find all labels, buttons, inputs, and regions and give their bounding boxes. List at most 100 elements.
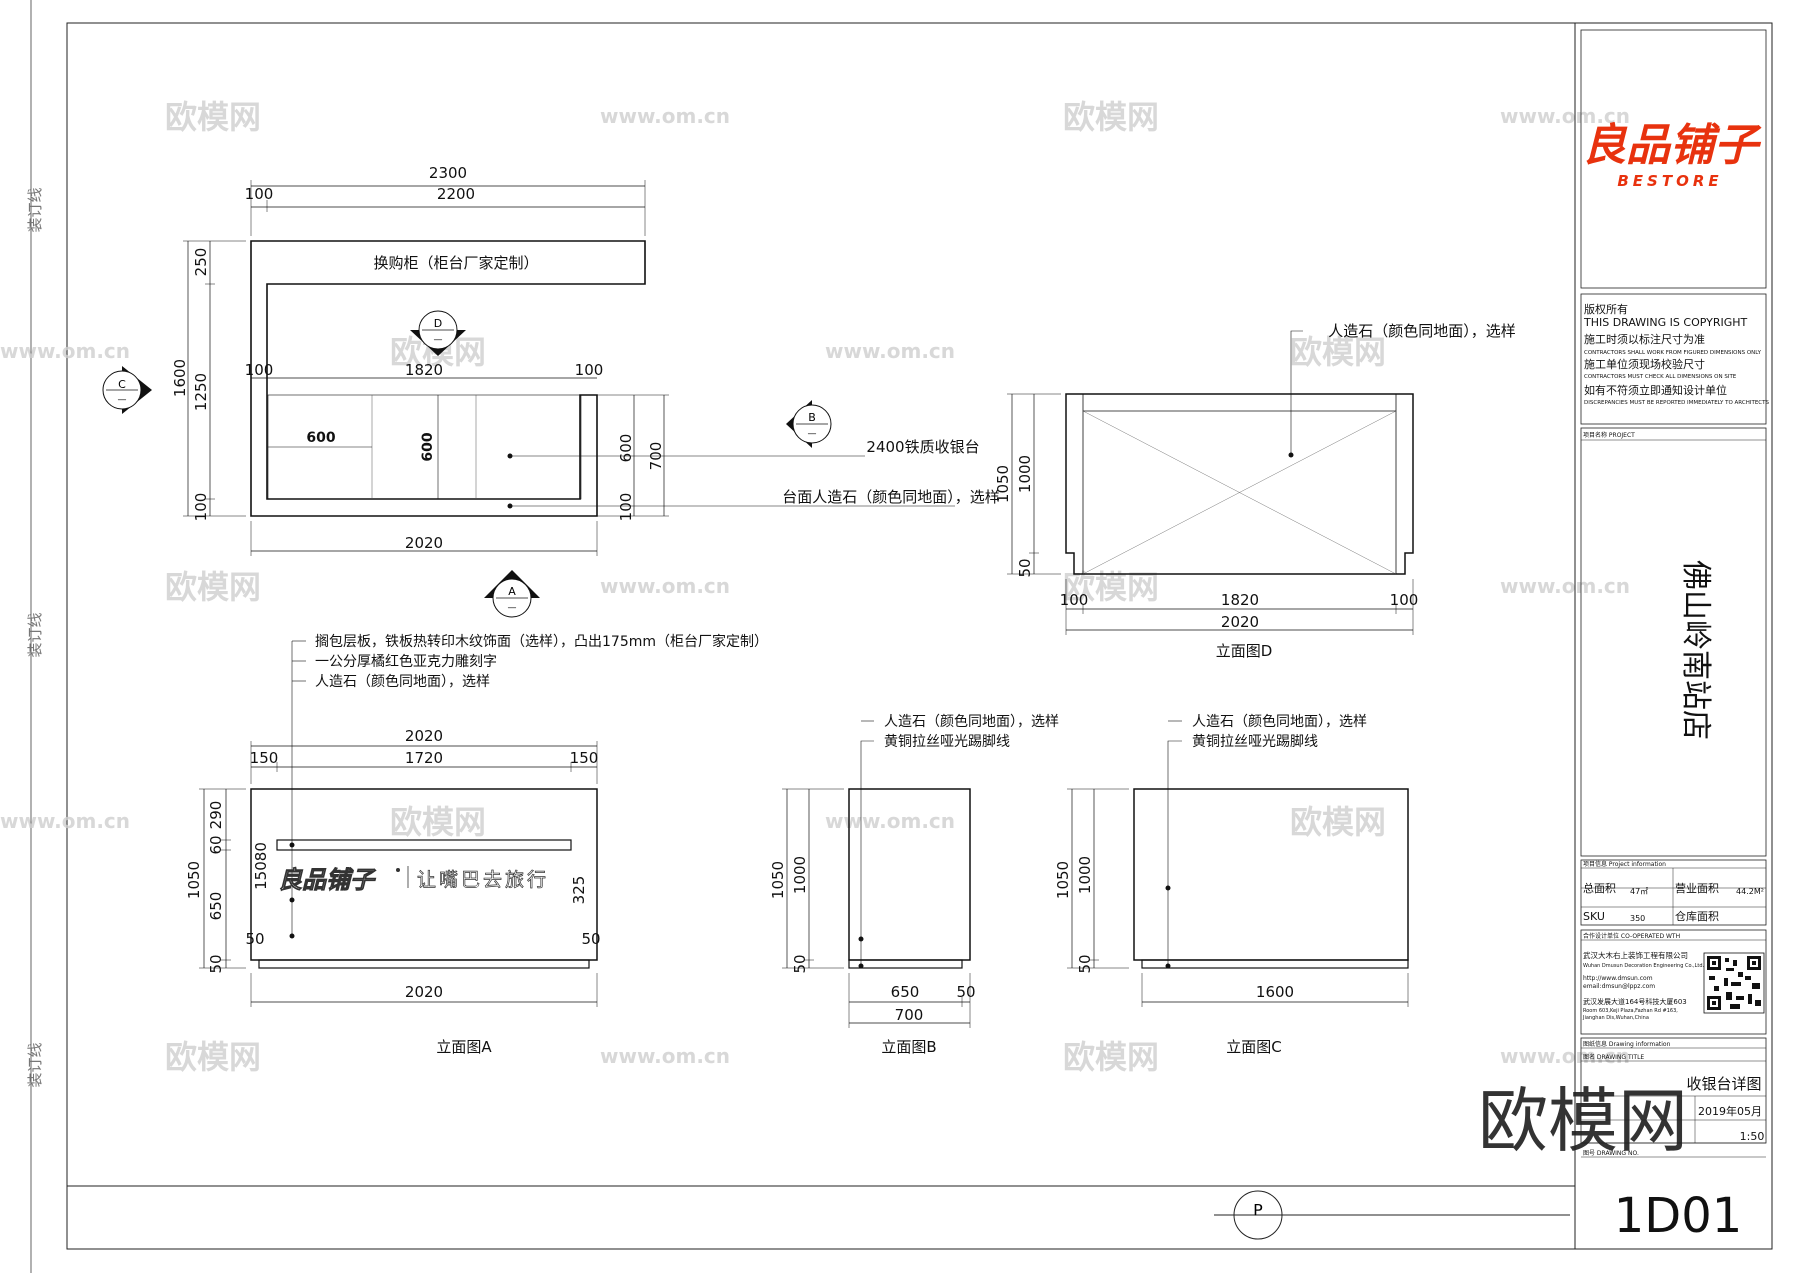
dim-left: 100 [245,185,274,203]
svg-text:B: B [808,411,816,424]
dim-600: 600 [617,434,635,463]
svg-text:C: C [118,378,126,391]
elev-b-h1050: 1050 [769,861,787,899]
elev-c-h1050: 1050 [1054,861,1072,899]
elev-d-callout: 人造石（颜色同地面），选样 [1328,322,1516,340]
sku-label: SKU [1583,910,1605,923]
watermark-url: www.om.cn [825,339,955,363]
company-line: email:dmsun@lppz.com [1583,983,1655,990]
elev-a-w-left: 150 [250,749,279,767]
copyright-line: 如有不符须立即通知设计单位 [1584,383,1727,397]
watermark-url: www.om.cn [0,339,130,363]
dim-overall: 2300 [429,164,467,182]
elev-b-h50: 50 [791,954,809,973]
watermark-url: www.om.cn [0,809,130,833]
svg-text:A: A [508,585,516,598]
elev-c-w1600: 1600 [1256,983,1294,1001]
storage-label: 仓库面积 [1675,909,1719,923]
elev-a-callout-2: 一公分厚橘红色亚克力雕刻字 [315,653,497,670]
elev-a-callout-3: 人造石（颜色同地面），选样 [315,673,490,690]
north-marker-label: P [1253,1201,1263,1220]
copyright-line: 版权所有 [1584,302,1628,316]
section-marker-b: B — [786,400,832,448]
dim-inner-right: 100 [575,361,604,379]
watermark-logo: 欧模网 [1290,803,1386,841]
elev-a-w-right: 150 [570,749,599,767]
elev-b-callout-1: 人造石（颜色同地面），选样 [884,713,1059,730]
drawing-info-label: 图纸信息 Drawing information [1583,1040,1671,1048]
watermark-logo: 欧模网 [390,803,486,841]
elev-b-w50: 50 [956,983,975,1001]
north-circle [1233,1190,1283,1240]
elev-a-slogan: 让嘴巴去旅行 [417,869,549,891]
elev-d-w-left: 100 [1060,591,1089,609]
elev-a-h325: 325 [570,876,588,905]
elev-b-w650: 650 [891,983,920,1001]
drawing-date: 2019年05月 [1698,1104,1762,1118]
elev-a-l50: 50 [245,930,264,948]
elev-d-h1050: 1050 [994,465,1012,503]
watermark-url: www.om.cn [600,1044,730,1068]
dim-inner-mid: 1820 [405,361,443,379]
total-area-value: 47㎡ [1630,887,1648,896]
drawing-scale: 1:50 [1740,1130,1765,1143]
elevation-a [199,640,598,1007]
elev-d-w-mid: 1820 [1221,591,1259,609]
dim-cell-w: 600 [306,430,335,446]
total-area-label: 总面积 [1583,881,1616,895]
drawing-number: 1D01 [1614,1188,1743,1244]
drawing-title: 收银台详图 [1686,1075,1761,1093]
elev-a-w-total: 2020 [405,727,443,745]
elev-a-callout-1: 搁包层板，铁板热转印木纹饰面（选样），凸出175mm（柜台厂家定制） [315,633,768,650]
watermark-logo: 欧模网 [1063,98,1159,136]
elev-d-title: 立面图D [1216,642,1273,660]
elev-a-title: 立面图A [436,1038,492,1056]
cabinet-label: 换购柜（柜台厂家定制） [373,254,538,272]
title-block [1574,22,1773,1250]
sku-value: 350 [1630,914,1645,923]
elevation-b [782,720,971,1028]
biz-area-label: 营业面积 [1675,881,1719,895]
biz-area-value: 44.2M² [1736,887,1764,896]
elev-b-title: 立面图B [881,1038,936,1056]
dim-h-bot: 100 [192,493,210,522]
elev-a-h60: 60 [207,835,225,854]
elev-b-w700: 700 [895,1006,924,1024]
binding-mark: 装订线 [26,612,44,657]
watermark-url: www.om.cn [600,104,730,128]
qr-code [1703,952,1765,1014]
copyright-line: CONTRACTORS MUST CHECK ALL DIMENSIONS ON… [1584,374,1737,380]
elev-c-title: 立面图C [1226,1038,1281,1056]
elev-a-h650: 650 [207,892,225,921]
dim-height-total: 1600 [171,359,189,397]
svg-text:—: — [434,335,443,345]
elev-c-callout-2: 黄铜拉丝哑光踢脚线 [1192,733,1318,750]
dim-h-mid: 1250 [192,373,210,411]
section-marker-c: C — [102,366,152,414]
binding-mark: 装订线 [26,187,44,232]
section-marker-d: D — [410,310,466,356]
watermark-logo: 欧模网 [1063,1038,1159,1076]
elev-a-brand-text: 良品铺子 [278,866,377,894]
project-name: 佛山岭南站店 [1678,560,1713,740]
elev-b-callout-2: 黄铜拉丝哑光踢脚线 [884,733,1010,750]
plan-view [183,180,955,556]
watermark-url: www.om.cn [1500,574,1630,598]
elev-d-w-right: 100 [1390,591,1419,609]
svg-text:—: — [508,603,517,613]
brand-logo-cn: 良品铺子 [1582,120,1762,171]
watermark-logo: 欧模网 [165,1038,261,1076]
dim-100: 100 [617,493,635,522]
dim-700: 700 [647,442,665,471]
elev-a-w-mid: 1720 [405,749,443,767]
elev-b-h1000: 1000 [791,856,809,894]
company-line: http://www.dmsun.com [1583,975,1653,982]
svg-text:—: — [808,429,817,439]
dim-bottom: 2020 [405,534,443,552]
copyright-line: CONTRACTORS SHALL WORK FROM FIGURED DIME… [1584,350,1762,356]
dim-h-top: 250 [192,248,210,277]
callout-counter: 2400铁质收银台 [866,438,979,456]
company-line: Room 603,Keji Plaza,Fazhan Rd #163, [1583,1008,1678,1014]
elevation-d [1007,330,1414,635]
